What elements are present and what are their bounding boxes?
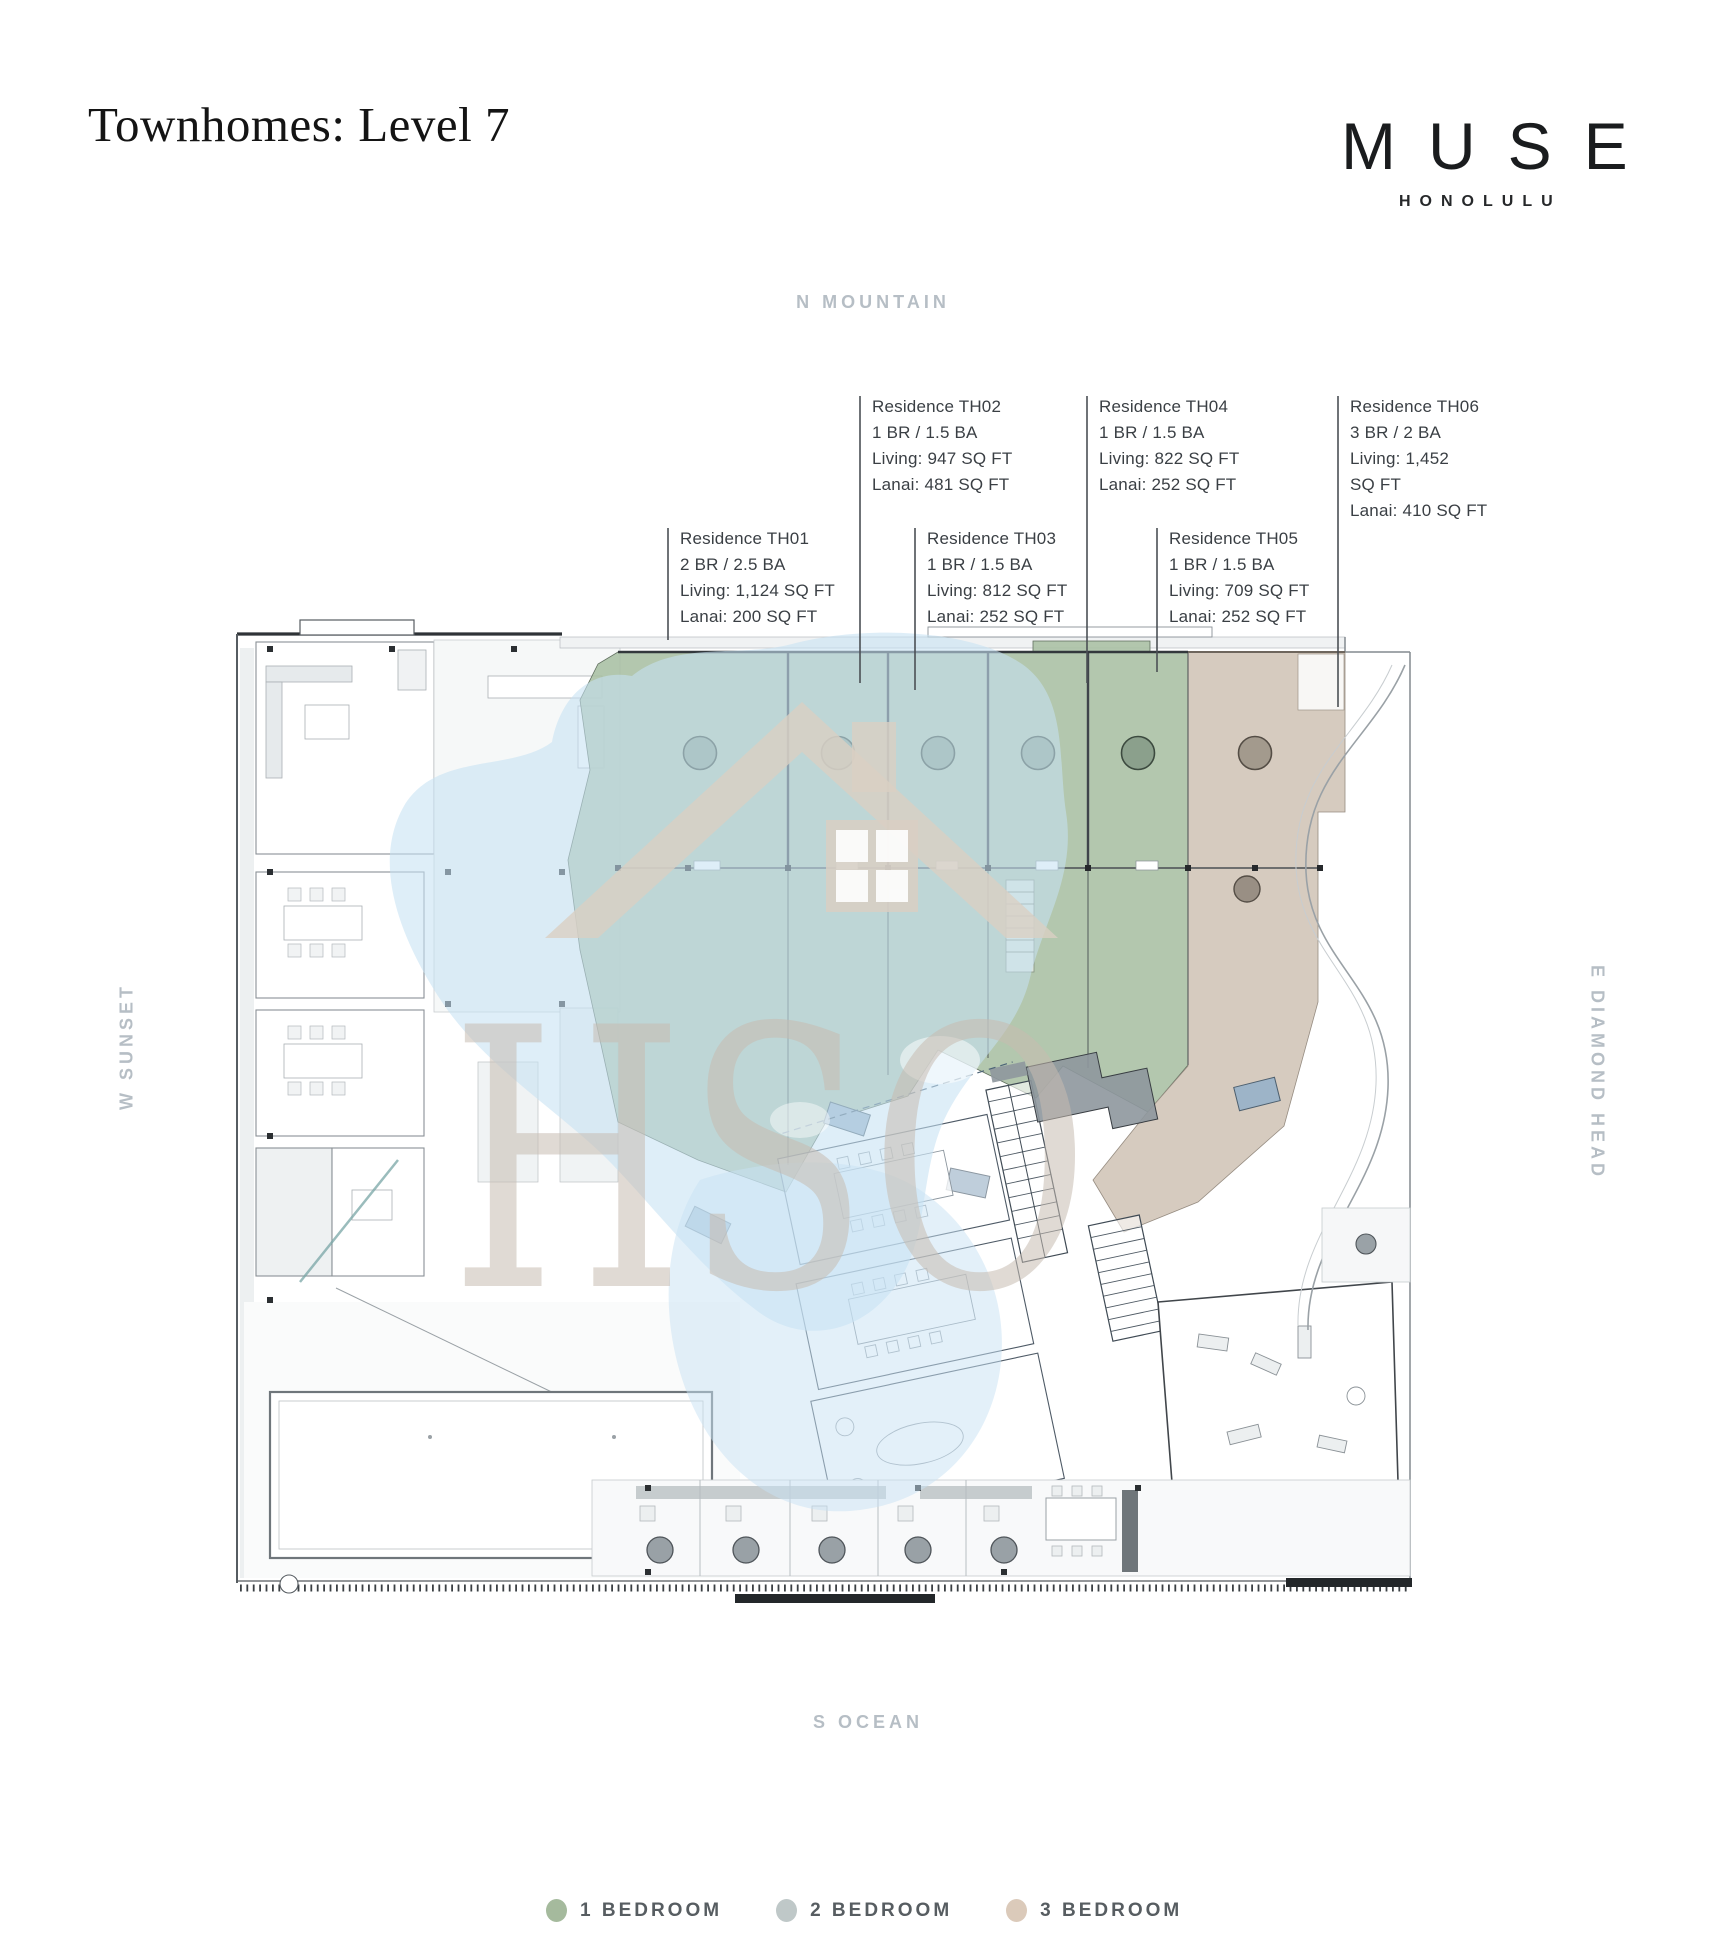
residence-beds: 1 BR / 1.5 BA xyxy=(927,555,1033,574)
residence-lanai: Lanai: 252 SQ FT xyxy=(1099,475,1237,494)
residence-living: Living: 709 SQ FT xyxy=(1169,581,1310,600)
residence-lanai: Lanai: 410 SQ FT xyxy=(1350,501,1488,520)
residence-beds: 1 BR / 1.5 BA xyxy=(1169,555,1275,574)
legend-dot-2-bedroom xyxy=(776,1899,798,1922)
legend-dot-1-bedroom xyxy=(546,1899,567,1922)
residence-name: Residence TH05 xyxy=(1169,529,1299,548)
residence-annotation-th06: Residence TH06 3 BR / 2 BA Living: 1,452… xyxy=(1350,394,1487,524)
legend-dot-3-bedroom xyxy=(1006,1899,1028,1922)
residence-annotation-th04: Residence TH04 1 BR / 1.5 BA Living: 822… xyxy=(1099,394,1239,498)
residence-beds: 1 BR / 1.5 BA xyxy=(872,423,978,442)
watermark-house-icon xyxy=(545,702,1058,938)
residence-beds: 3 BR / 2 BA xyxy=(1350,423,1442,442)
legend-item-3-bedroom: 3 BEDROOM xyxy=(1006,1899,1182,1922)
compass-west-label: W SUNSET xyxy=(116,983,137,1111)
residence-lanai: Lanai: 200 SQ FT xyxy=(680,607,818,626)
garden-path xyxy=(1295,664,1411,1331)
brand-honolulu-text: HONOLULU xyxy=(1399,192,1562,210)
compass-south-label: S OCEAN xyxy=(812,1712,923,1732)
residence-living: Living: 947 SQ FT xyxy=(872,449,1013,468)
residence-lanai: Lanai: 252 SQ FT xyxy=(1169,607,1307,626)
legend-label-2-bedroom: 2 BEDROOM xyxy=(810,1899,953,1921)
legend-label-1-bedroom: 1 BEDROOM xyxy=(580,1899,723,1921)
residence-living-wrap: SQ FT xyxy=(1350,475,1402,494)
watermark: HSO xyxy=(389,632,1090,1512)
legend-item-1-bedroom: 1 BEDROOM xyxy=(546,1899,722,1922)
residence-name: Residence TH06 xyxy=(1350,397,1480,416)
residence-lanai: Lanai: 481 SQ FT xyxy=(872,475,1010,494)
residence-name: Residence TH04 xyxy=(1099,397,1229,416)
brand-logo: MUSE HONOLULU xyxy=(1341,110,1661,211)
residence-annotation-th03: Residence TH03 1 BR / 1.5 BA Living: 812… xyxy=(927,526,1067,630)
residence-name: Residence TH01 xyxy=(680,529,810,548)
page-title: Townhomes: Level 7 xyxy=(88,97,510,152)
residence-living: Living: 1,124 SQ FT xyxy=(680,581,835,600)
legend-item-2-bedroom: 2 BEDROOM xyxy=(776,1899,952,1922)
leader-lines xyxy=(667,396,1339,707)
legend-label-3-bedroom: 3 BEDROOM xyxy=(1040,1899,1183,1921)
residence-beds: 1 BR / 1.5 BA xyxy=(1099,423,1205,442)
glass-wall xyxy=(299,1159,399,1283)
residence-living: Living: 822 SQ FT xyxy=(1099,449,1240,468)
residence-annotation-th01: Residence TH01 2 BR / 2.5 BA Living: 1,1… xyxy=(680,526,835,630)
brand-muse-wordmark: MUSE xyxy=(1341,109,1660,183)
south-terrace xyxy=(591,1479,1411,1577)
residence-living: Living: 812 SQ FT xyxy=(927,581,1068,600)
watermark-text: HSO xyxy=(450,952,1090,1371)
legend: 1 BEDROOM 2 BEDROOM 3 BEDROOM xyxy=(546,1899,1182,1922)
compass-north-label: N MOUNTAIN xyxy=(796,292,950,312)
residence-living: Living: 1,452 xyxy=(1350,449,1450,468)
residence-annotation-th02: Residence TH02 1 BR / 1.5 BA Living: 947… xyxy=(872,394,1012,498)
compass-east-label: E DIAMOND HEAD xyxy=(1587,964,1608,1180)
residence-lanai: Lanai: 252 SQ FT xyxy=(927,607,1065,626)
residence-annotation-th05: Residence TH05 1 BR / 1.5 BA Living: 709… xyxy=(1169,526,1309,630)
residence-name: Residence TH03 xyxy=(927,529,1057,548)
residence-name: Residence TH02 xyxy=(872,397,1002,416)
residence-beds: 2 BR / 2.5 BA xyxy=(680,555,786,574)
